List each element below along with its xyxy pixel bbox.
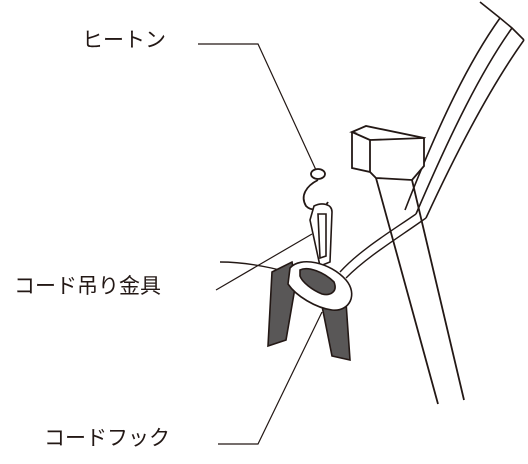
cord-hanger-bracket <box>309 203 333 268</box>
stand-pole <box>349 125 465 405</box>
leader-lines <box>198 43 323 445</box>
lamp-shade-edge <box>404 1 525 219</box>
heaton-label: ヒートン <box>82 28 166 52</box>
cord-hook-label: コードフック <box>44 426 170 450</box>
cord-hook <box>267 260 353 362</box>
cord-hanger-label: コード吊り金具 <box>14 274 161 298</box>
